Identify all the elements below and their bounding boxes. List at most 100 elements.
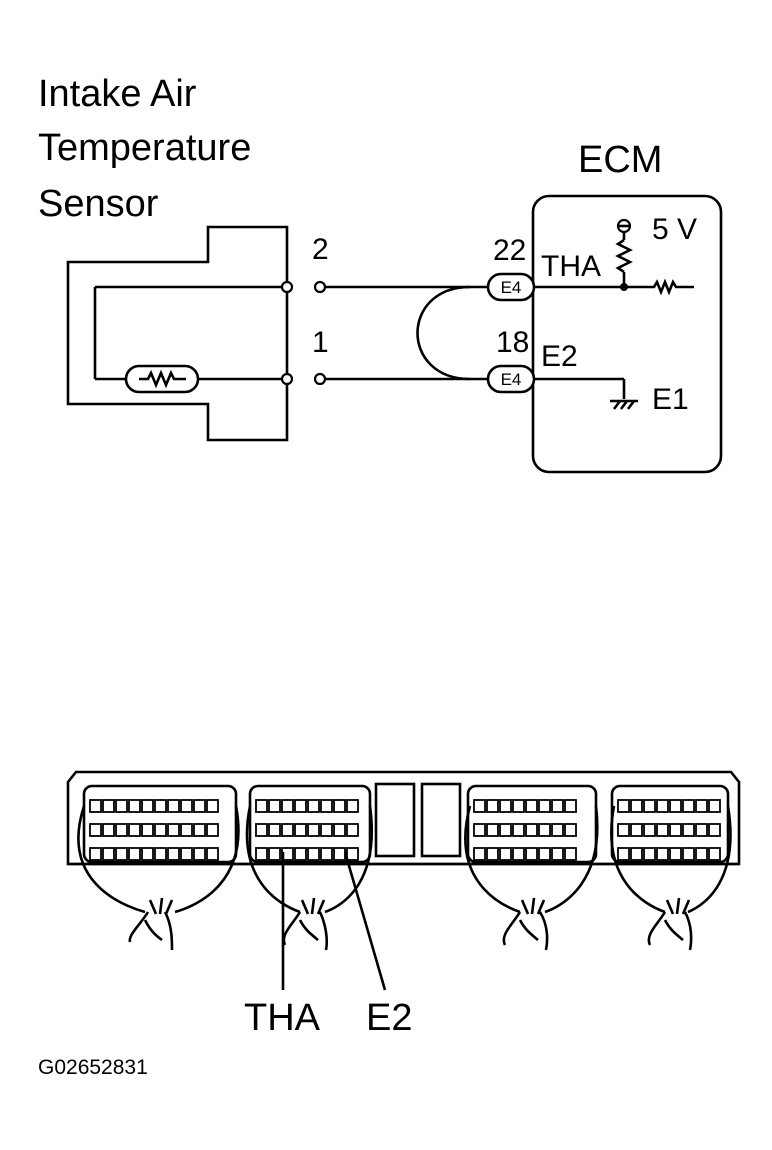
pin-cavity — [473, 799, 486, 813]
pin-cavity — [617, 823, 630, 837]
pin-cavity — [656, 847, 669, 861]
pin-cavity — [193, 847, 206, 861]
sensor-body — [66, 225, 289, 442]
internal-resistor-icon — [650, 278, 694, 296]
connector-e4-top-label: E4 — [501, 278, 522, 297]
pin-cavity — [294, 847, 307, 861]
pin-cavity — [525, 823, 538, 837]
pin-cavity — [141, 799, 154, 813]
pin-cavity — [630, 847, 643, 861]
pin-cavity — [167, 847, 180, 861]
pin-cavity — [538, 799, 551, 813]
voltage-label: 5 V — [652, 213, 697, 246]
pin-cavity — [89, 847, 102, 861]
pin-cavity — [307, 847, 320, 861]
pin-cavity — [320, 823, 333, 837]
pin-cavity — [669, 799, 682, 813]
pin-cavity — [512, 847, 525, 861]
pin-cavity — [499, 823, 512, 837]
pin-cavity — [128, 799, 141, 813]
pin-cavity — [180, 799, 193, 813]
pin-cavity — [180, 823, 193, 837]
pin-cavity — [512, 823, 525, 837]
supply-5v-icon — [616, 218, 632, 234]
pin-cavity — [551, 823, 564, 837]
pin-cavity — [695, 799, 708, 813]
pin-cavity — [281, 823, 294, 837]
sensor-title-line1: Intake Air — [38, 73, 197, 115]
pin-cavity — [551, 799, 564, 813]
pin-cavity — [486, 847, 499, 861]
ground-icon — [610, 399, 638, 410]
pin-cavity — [180, 847, 193, 861]
pin-cavity — [525, 847, 538, 861]
harness-terminal-2 — [313, 280, 327, 294]
pin-cavity — [473, 823, 486, 837]
pin-cavity — [346, 823, 359, 837]
pin-cavity — [154, 823, 167, 837]
pin-cavity — [206, 847, 219, 861]
pin-cavity — [89, 823, 102, 837]
harness-terminal-1 — [313, 372, 327, 386]
ecm-box — [531, 194, 723, 474]
pin-cavity — [154, 799, 167, 813]
pin-cavity — [141, 847, 154, 861]
pin-cavity — [708, 799, 721, 813]
pin-cavity — [346, 847, 359, 861]
pin-cavity — [551, 847, 564, 861]
pin-cavity — [206, 823, 219, 837]
pin-cavity — [333, 847, 346, 861]
terminal-name-e2: E2 — [541, 340, 578, 373]
thermistor-icon — [124, 364, 200, 394]
callout-label-e2: E2 — [366, 997, 412, 1039]
pin-cavity — [682, 799, 695, 813]
sensor-terminal-2 — [280, 280, 294, 294]
pin-cavity — [320, 799, 333, 813]
pin-cavity — [333, 823, 346, 837]
pin-cavity — [708, 847, 721, 861]
pin-cavity — [538, 823, 551, 837]
pull-up-resistor-icon — [615, 232, 633, 287]
pin-cavity — [115, 823, 128, 837]
pin-cavity — [486, 823, 499, 837]
pin-cavity — [255, 799, 268, 813]
pin-cavity — [643, 823, 656, 837]
pin-cavity — [206, 799, 219, 813]
pin-cavity — [630, 823, 643, 837]
ecm-connector-view — [66, 770, 741, 951]
ground-label-e1: E1 — [652, 383, 689, 416]
pin-cavity — [193, 799, 206, 813]
sensor-title-line2: Temperature — [38, 127, 251, 169]
pin-cavity — [255, 847, 268, 861]
connector-e4-bottom: E4 — [486, 364, 536, 394]
pin-cavity — [617, 799, 630, 813]
connector-e4-bottom-label: E4 — [501, 370, 522, 389]
pin-cavity — [102, 823, 115, 837]
pin-label-1: 1 — [312, 326, 329, 359]
pin-cavity — [115, 847, 128, 861]
pin-cavity — [268, 799, 281, 813]
pin-cavity — [320, 847, 333, 861]
pin-cavity — [307, 823, 320, 837]
pin-cavity — [193, 823, 206, 837]
pin-cavity — [102, 799, 115, 813]
pin-cavity — [128, 847, 141, 861]
pin-cavity — [695, 823, 708, 837]
pin-cavity — [268, 823, 281, 837]
pin-cavity — [695, 847, 708, 861]
terminal-number-18: 18 — [496, 326, 529, 359]
pin-cavity — [564, 847, 577, 861]
pin-cavity — [89, 799, 102, 813]
pin-cavity — [630, 799, 643, 813]
callout-line-e2 — [343, 851, 387, 991]
pin-cavity — [141, 823, 154, 837]
pin-cavity — [682, 823, 695, 837]
pin-cavity — [128, 823, 141, 837]
pin-cavity — [617, 847, 630, 861]
shield-loop — [416, 285, 471, 381]
pin-cavity — [512, 799, 525, 813]
pin-cavity — [294, 823, 307, 837]
pin-cavity — [499, 847, 512, 861]
pin-cavity — [564, 823, 577, 837]
